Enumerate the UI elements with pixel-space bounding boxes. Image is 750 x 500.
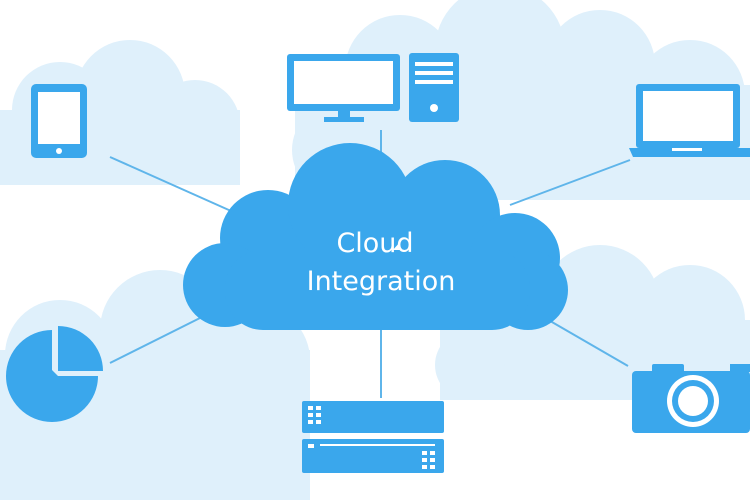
connector-laptop <box>509 159 631 206</box>
server-rack-icon <box>302 401 444 473</box>
center-label-line-2: Integration <box>307 266 456 297</box>
tablet-icon <box>31 84 87 158</box>
connector-camera <box>544 317 629 367</box>
connector-pie-chart <box>109 317 201 364</box>
center-label-line-1: Cloud <box>336 228 413 259</box>
connector-tablet <box>109 156 241 216</box>
pie-chart-icon <box>6 326 103 422</box>
laptop-icon <box>629 84 750 157</box>
background-cloud-bottom-right <box>435 245 750 400</box>
central-cloud <box>183 143 568 330</box>
desktop-computer-icon <box>287 53 459 122</box>
camera-icon <box>632 364 750 433</box>
